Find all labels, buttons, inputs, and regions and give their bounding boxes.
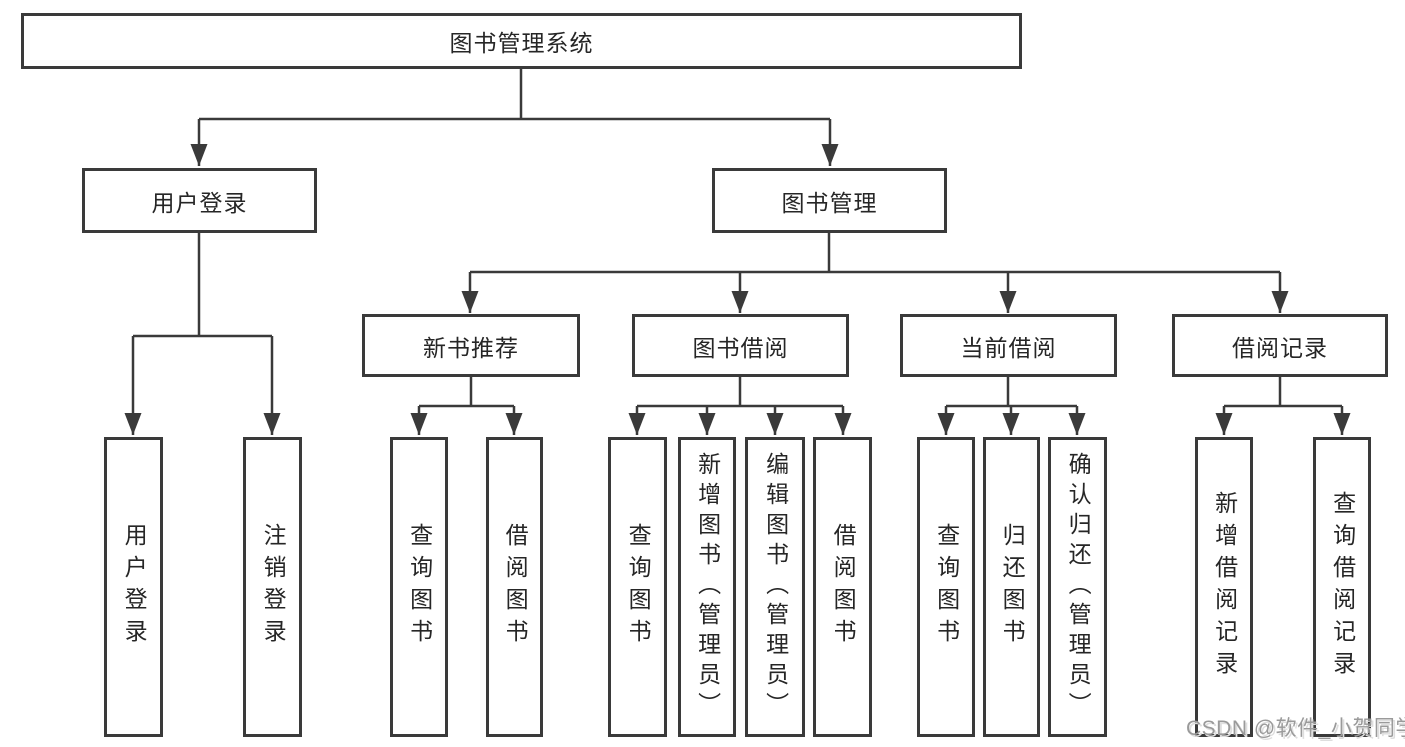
node-label: 注销登录 <box>260 523 287 651</box>
leaf-add-books-admin: 新增图书（管理员） <box>678 437 736 737</box>
leaf-query-borrow-record: 查询借阅记录 <box>1313 437 1371 737</box>
node-label: 借阅图书 <box>502 523 529 651</box>
node-label: 当前借阅 <box>960 334 1057 361</box>
node-book-borrowing: 图书借阅 <box>632 314 849 377</box>
csdn-watermark: CSDN @软件_小贺同学 <box>1186 717 1405 740</box>
node-user-login: 用户登录 <box>82 168 317 233</box>
node-label: 新增图书（管理员） <box>694 452 721 722</box>
node-label: 归还图书 <box>999 523 1026 651</box>
leaf-query-books-current: 查询图书 <box>917 437 975 737</box>
node-book-management: 图书管理 <box>712 168 947 233</box>
node-borrow-records: 借阅记录 <box>1172 314 1388 377</box>
node-label: 图书管理 <box>781 189 878 216</box>
leaf-borrow-books: 借阅图书 <box>813 437 872 737</box>
node-label: 查询图书 <box>933 523 960 651</box>
leaf-confirm-return-admin: 确认归还（管理员） <box>1048 437 1107 737</box>
leaf-edit-books-admin: 编辑图书（管理员） <box>745 437 805 737</box>
node-label: 编辑图书（管理员） <box>762 452 789 722</box>
node-label: 用户登录 <box>121 523 148 651</box>
node-label: 借阅图书 <box>830 523 857 651</box>
node-label: 新增借阅记录 <box>1211 491 1238 683</box>
node-label: 查询图书 <box>625 523 652 651</box>
node-label: 用户登录 <box>151 189 248 216</box>
node-root-system: 图书管理系统 <box>21 13 1022 69</box>
node-label: 确认归还（管理员） <box>1065 452 1092 722</box>
node-label: 图书管理系统 <box>449 30 594 56</box>
node-label: 查询借阅记录 <box>1329 491 1356 683</box>
node-label: 借阅记录 <box>1232 334 1328 361</box>
node-label: 新书推荐 <box>423 334 519 361</box>
leaf-add-borrow-record: 新增借阅记录 <box>1195 437 1253 737</box>
node-new-book-recommend: 新书推荐 <box>362 314 580 377</box>
leaf-user-login: 用户登录 <box>104 437 163 737</box>
leaf-return-books: 归还图书 <box>983 437 1040 737</box>
leaf-borrow-books-recommend: 借阅图书 <box>486 437 543 737</box>
node-current-borrowing: 当前借阅 <box>900 314 1117 377</box>
leaf-logout: 注销登录 <box>243 437 302 737</box>
node-label: 图书借阅 <box>692 334 789 361</box>
node-label: 查询图书 <box>406 523 433 651</box>
leaf-query-books-borrowing: 查询图书 <box>608 437 667 737</box>
leaf-query-books-recommend: 查询图书 <box>390 437 448 737</box>
